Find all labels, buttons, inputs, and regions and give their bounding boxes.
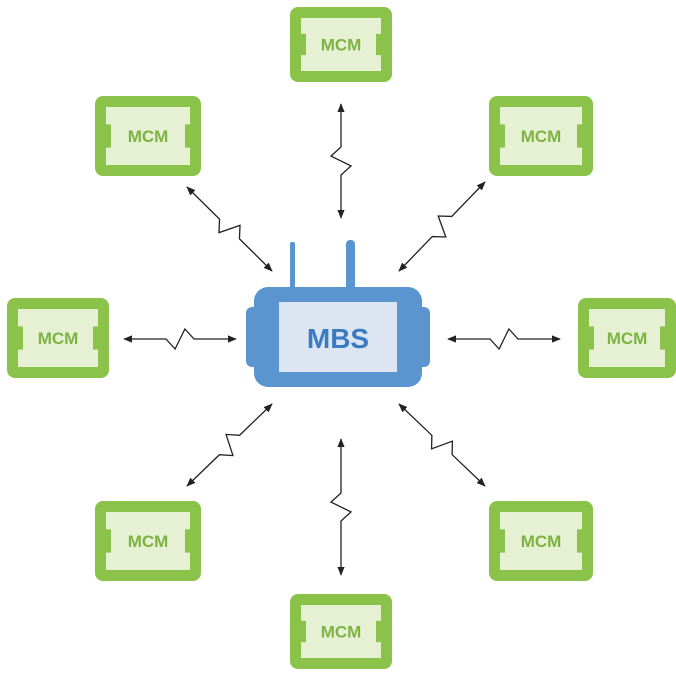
wireless-link-bottom	[329, 438, 353, 576]
mcm-label: MCM	[607, 329, 648, 348]
wireless-link-top-right	[398, 181, 486, 272]
mcm-panel	[301, 18, 381, 71]
node-mcm-top-left: MCM	[95, 96, 201, 176]
node-mcm-left: MCM	[7, 298, 109, 378]
node-mcm-top: MCM	[290, 7, 392, 82]
node-mcm-bottom: MCM	[290, 594, 392, 669]
mcm-panel	[500, 107, 582, 165]
antenna-left	[290, 242, 295, 292]
mcm-panel	[500, 512, 582, 570]
node-mcm-bottom-right: MCM	[489, 501, 593, 581]
mcm-label: MCM	[38, 329, 79, 348]
mcm-label: MCM	[521, 127, 562, 146]
wireless-link-bottom-right	[398, 403, 486, 487]
mcm-label: MCM	[128, 127, 169, 146]
mcm-panel	[106, 107, 190, 165]
mcm-label: MCM	[128, 532, 169, 551]
wireless-link-bottom-left	[186, 403, 273, 487]
mcm-panel	[301, 605, 381, 658]
antenna-right	[346, 240, 355, 294]
node-mcm-bottom-left: MCM	[95, 501, 201, 581]
mcm-label: MCM	[321, 36, 362, 55]
mbs-screen	[279, 302, 397, 372]
wireless-link-right	[447, 327, 561, 351]
mbs-hub: MBS	[246, 240, 430, 387]
links-layer	[123, 103, 561, 576]
wireless-link-top	[329, 103, 353, 219]
mcm-label: MCM	[521, 532, 562, 551]
mcm-panel	[106, 512, 190, 570]
wireless-link-left	[123, 327, 237, 351]
mcm-panel	[18, 309, 98, 367]
mcm-label: MCM	[321, 623, 362, 642]
nodes-layer: MCM MCM MCM MCM MCM MCM MCM MCM	[7, 7, 676, 669]
mbs-label: MBS	[307, 323, 369, 354]
wireless-link-top-left	[186, 186, 273, 272]
node-mcm-right: MCM	[578, 298, 676, 378]
node-mcm-top-right: MCM	[489, 96, 593, 176]
mcm-panel	[589, 309, 665, 367]
